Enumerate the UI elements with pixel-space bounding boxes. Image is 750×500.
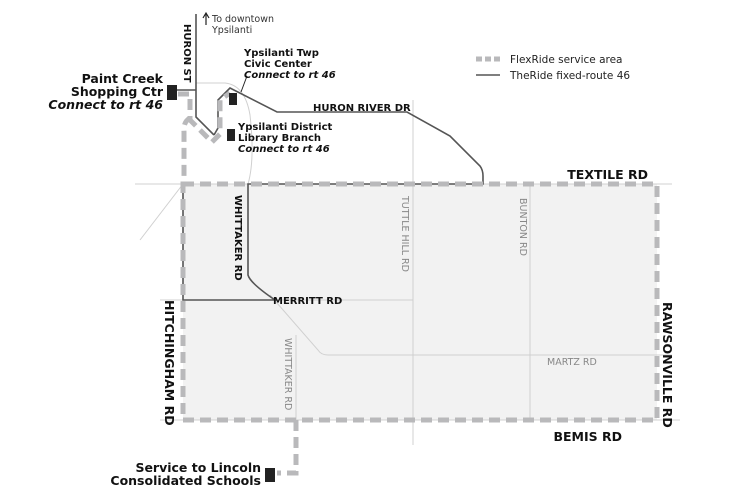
stop-connect: Connect to rt 46 — [238, 144, 330, 155]
road-label-bunton: BUNTON RD — [517, 198, 528, 256]
stop-paint-creek[interactable] — [167, 85, 177, 100]
road-label-huron-river: HURON RIVER DR — [313, 103, 411, 114]
stop-label: Paint Creek — [82, 71, 164, 86]
stop-label: Ypsilanti Twp — [243, 48, 319, 59]
stop-label: Ypsilanti District — [237, 122, 333, 133]
road-label-merritt: MERRITT RD — [273, 296, 342, 307]
road-label-textile: TEXTILE RD — [567, 167, 648, 182]
stop-library[interactable] — [227, 129, 235, 141]
road-label-huron-st: HURON ST — [181, 24, 192, 83]
stop-label: Service to Lincoln — [135, 460, 261, 475]
direction-label-2: Ypsilanti — [211, 25, 252, 36]
stop-label: Civic Center — [244, 59, 312, 70]
arrow-up-icon — [202, 11, 210, 25]
stop-label: Shopping Ctr — [71, 84, 164, 99]
stop-markers — [167, 85, 275, 482]
road-label-martz: MARTZ RD — [547, 357, 597, 368]
stop-connect: Connect to rt 46 — [48, 97, 163, 112]
flexride-connector-north — [178, 90, 232, 184]
road-label-whittaker-north: WHITTAKER RD — [232, 195, 243, 281]
road-label-tuttle-hill: TUTTLE HILL RD — [399, 195, 410, 272]
stop-label: Library Branch — [238, 133, 321, 144]
huron-st — [195, 14, 215, 136]
road-label-rawsonville: RAWSONVILLE RD — [660, 302, 675, 428]
service-area-border — [180, 181, 660, 423]
legend: FlexRide service area TheRide fixed-rout… — [476, 54, 630, 82]
legend-flexride-label: FlexRide service area — [510, 54, 623, 66]
stop-civic-center[interactable] — [229, 93, 237, 105]
flexride-connector-south — [277, 420, 299, 476]
legend-route-label: TheRide fixed-route 46 — [509, 70, 630, 82]
leader-line — [240, 75, 248, 93]
road-label-whittaker-south: WHITTAKER RD — [282, 338, 293, 410]
stop-label: Consolidated Schools — [110, 473, 261, 488]
road-label-bemis: BEMIS RD — [553, 429, 622, 444]
stop-connect: Connect to rt 46 — [244, 70, 336, 81]
direction-label: To downtown — [211, 14, 274, 25]
road-label-hitchingham: HITCHINGHAM RD — [162, 300, 177, 426]
service-area — [183, 184, 657, 420]
stop-lincoln[interactable] — [265, 468, 275, 482]
